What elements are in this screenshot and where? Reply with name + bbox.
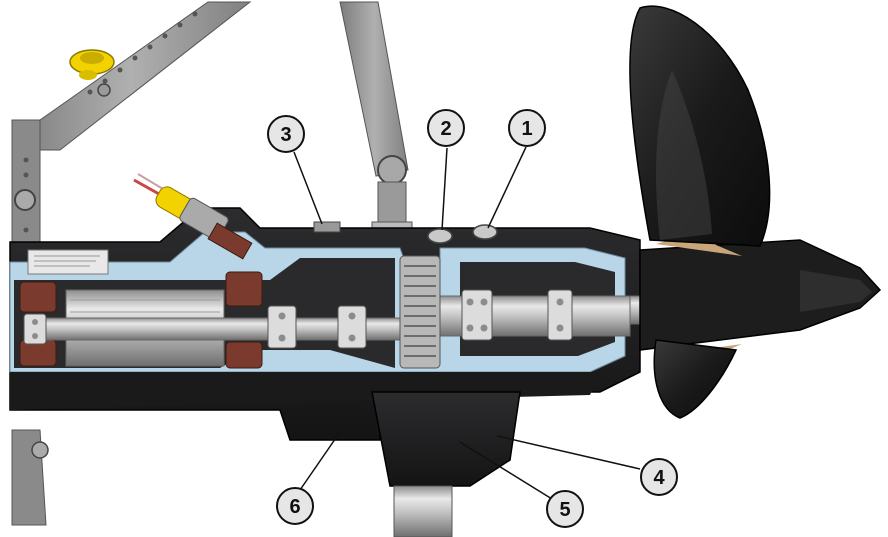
callout-3: 3 [267,115,305,153]
sensor-connector [133,173,253,260]
callout-1: 1 [508,109,546,147]
callout-4: 4 [640,458,678,496]
callout-label: 2 [440,118,451,140]
top-plugs [313,221,498,244]
bearings [23,289,573,349]
callout-label: 4 [653,467,665,489]
callout-label: 5 [559,499,570,521]
mount-pylon [371,391,521,537]
propeller [629,5,771,419]
mounting-bracket [11,1,252,526]
yellow-cap [69,49,115,80]
callout-6: 6 [276,487,314,525]
callout-label: 3 [280,124,291,146]
planetary-gear [399,255,441,369]
callout-label: 1 [521,118,532,140]
callout-2: 2 [427,109,465,147]
callout-5: 5 [546,490,584,528]
control-rod [339,1,413,237]
leader-lines [293,146,641,500]
stator-windings [19,271,263,369]
callout-label: 6 [289,496,300,518]
